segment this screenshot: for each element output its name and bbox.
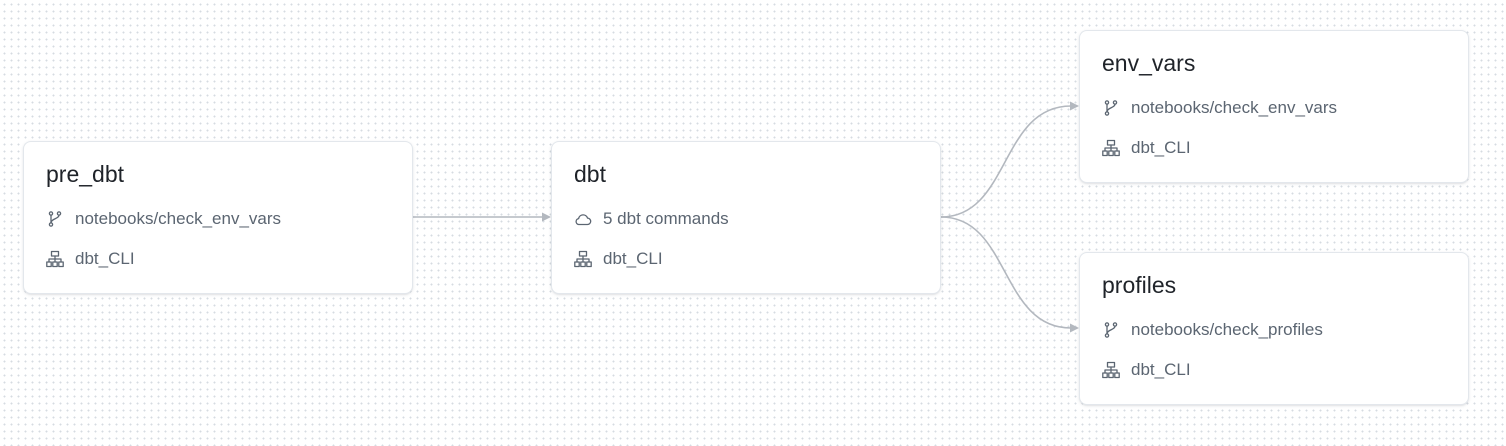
cluster-label: dbt_CLI (75, 249, 135, 268)
cluster-icon (574, 250, 592, 268)
task-notebook-path: notebooks/check_env_vars (1102, 98, 1337, 118)
edge-dbt-to-env-vars (940, 105, 1072, 218)
task-node-pre-dbt[interactable]: pre_dbt notebooks/check_env_vars dbt_CLI (23, 141, 413, 294)
edge-dbt-to-profiles-arrowhead (1070, 323, 1079, 333)
branch-icon (1102, 321, 1120, 339)
cluster-icon (1102, 139, 1120, 157)
edge-dbt-to-profiles (940, 216, 1072, 329)
cloud-icon (574, 210, 592, 228)
task-title: pre_dbt (46, 161, 125, 187)
task-dbt-commands: 5 dbt commands (574, 209, 729, 229)
cluster-label: dbt_CLI (1131, 138, 1191, 157)
task-title: profiles (1102, 272, 1177, 298)
notebook-path-label: notebooks/check_profiles (1131, 320, 1323, 339)
branch-icon (1102, 99, 1120, 117)
task-cluster: dbt_CLI (1102, 138, 1191, 158)
cluster-icon (1102, 361, 1120, 379)
task-cluster: dbt_CLI (1102, 360, 1191, 380)
dbt-commands-label: 5 dbt commands (603, 209, 729, 228)
task-notebook-path: notebooks/check_profiles (1102, 320, 1323, 340)
task-cluster: dbt_CLI (574, 249, 663, 269)
notebook-path-label: notebooks/check_env_vars (75, 209, 282, 228)
task-title: env_vars (1102, 50, 1196, 76)
task-title: dbt (574, 161, 606, 187)
cluster-label: dbt_CLI (1131, 360, 1191, 379)
cluster-label: dbt_CLI (603, 249, 663, 268)
edge-pre-dbt-to-dbt-arrowhead (542, 212, 551, 222)
task-node-env-vars[interactable]: env_vars notebooks/check_env_vars dbt_CL… (1079, 30, 1469, 183)
edge-dbt-to-env-vars-arrowhead (1070, 101, 1079, 111)
cluster-icon (46, 250, 64, 268)
task-node-dbt[interactable]: dbt 5 dbt commands dbt_CLI (551, 141, 941, 294)
task-node-profiles[interactable]: profiles notebooks/check_profiles dbt_CL… (1079, 252, 1469, 405)
branch-icon (46, 210, 64, 228)
notebook-path-label: notebooks/check_env_vars (1131, 98, 1338, 117)
task-cluster: dbt_CLI (46, 249, 135, 269)
task-notebook-path: notebooks/check_env_vars (46, 209, 281, 229)
